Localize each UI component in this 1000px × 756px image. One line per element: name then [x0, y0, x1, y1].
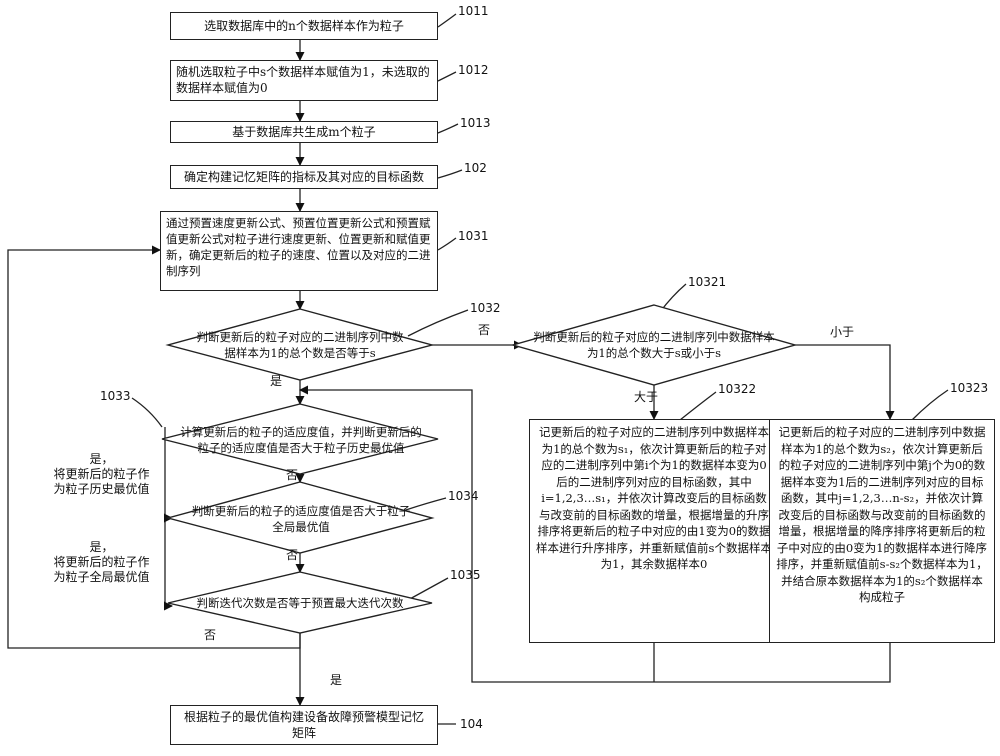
- ref-10321: 10321: [688, 275, 727, 289]
- label-yes-1035: 是: [330, 673, 343, 687]
- label-no-1033: 否: [286, 468, 299, 482]
- leader-10323: [911, 389, 949, 421]
- step-1013: 基于数据库共生成m个粒子: [170, 121, 438, 143]
- ref-104: 104: [460, 717, 483, 731]
- decision-10321-text: 判断更新后的粒子对应的二进制序列中数据样本为1的总个数大于s或小于s: [533, 330, 775, 360]
- label-yes-1034: 是， 将更新后的粒子作 为粒子全局最优值: [53, 540, 150, 584]
- leader-10322: [679, 391, 717, 421]
- leader-102: [437, 169, 463, 179]
- label-yes-1032: 是: [270, 374, 283, 388]
- ref-1032: 1032: [470, 301, 501, 315]
- decision-10321: [510, 304, 798, 386]
- ref-1012: 1012: [458, 63, 489, 77]
- ref-1034: 1034: [448, 489, 479, 503]
- ref-1013: 1013: [460, 116, 491, 130]
- arrow-10321-10323: [795, 344, 895, 420]
- step-1011: 选取数据库中的n个数据样本作为粒子: [170, 12, 438, 40]
- step-10322: 记更新后的粒子对应的二进制序列中数据样本为1的总个数为s₁，依次计算更新后的粒子…: [529, 419, 779, 643]
- label-no-1032: 否: [478, 323, 491, 337]
- ref-10323: 10323: [950, 381, 989, 395]
- step-104: 根据粒子的最优值构建设备故障预警模型记忆矩阵: [170, 705, 438, 745]
- step-102: 确定构建记忆矩阵的指标及其对应的目标函数: [170, 165, 438, 189]
- leader-1031: [437, 237, 457, 251]
- leader-1013: [437, 123, 459, 134]
- decision-1034: [165, 481, 435, 554]
- return-10323: [299, 385, 891, 683]
- loop-1035-no: [7, 245, 301, 649]
- step-1012: 随机选取粒子中s个数据样本赋值为1，未选取的数据样本赋值为0: [170, 60, 438, 101]
- decision-1033: [161, 403, 439, 475]
- loop-1034-yes: [164, 518, 168, 607]
- label-no-1034: 否: [286, 548, 299, 562]
- label-no-1035: 否: [204, 628, 217, 642]
- leader-1032: [407, 309, 469, 337]
- decision-1032-text: 判断更新后的粒子对应的二进制序列中数据样本为1的总个数是否等于s: [196, 330, 404, 360]
- decision-1033-text: 计算更新后的粒子的适应度值，并判断更新后的粒子的适应度值是否大于粒子历史最优值: [180, 425, 422, 455]
- ref-10322: 10322: [718, 382, 757, 396]
- step-10323: 记更新后的粒子对应的二进制序列中数据样本为1的总个数为s₂，依次计算更新后的粒子…: [769, 419, 995, 643]
- decision-1034-text: 判断更新后的粒子的适应度值是否大于粒子全局最优值: [191, 504, 411, 534]
- decision-1032: [165, 308, 435, 381]
- label-greater: 大于: [634, 390, 659, 404]
- step-1031: 通过预置速度更新公式、预置位置更新公式和预置赋值更新公式对粒子进行速度更新、位置…: [160, 211, 438, 291]
- leader-1012: [437, 71, 457, 82]
- label-yes-1033: 是， 将更新后的粒子作 为粒子历史最优值: [53, 452, 150, 496]
- ref-1031: 1031: [458, 229, 489, 243]
- ref-1033: 1033: [100, 389, 131, 403]
- decision-1035: [167, 571, 433, 634]
- leader-1033: [131, 397, 163, 428]
- decision-1035-text: 判断迭代次数是否等于预置最大迭代次数: [196, 596, 404, 610]
- ref-1011: 1011: [458, 4, 489, 18]
- ref-1035: 1035: [450, 568, 481, 582]
- ref-102: 102: [464, 161, 487, 175]
- label-less: 小于: [830, 325, 855, 339]
- leader-1011: [437, 13, 457, 28]
